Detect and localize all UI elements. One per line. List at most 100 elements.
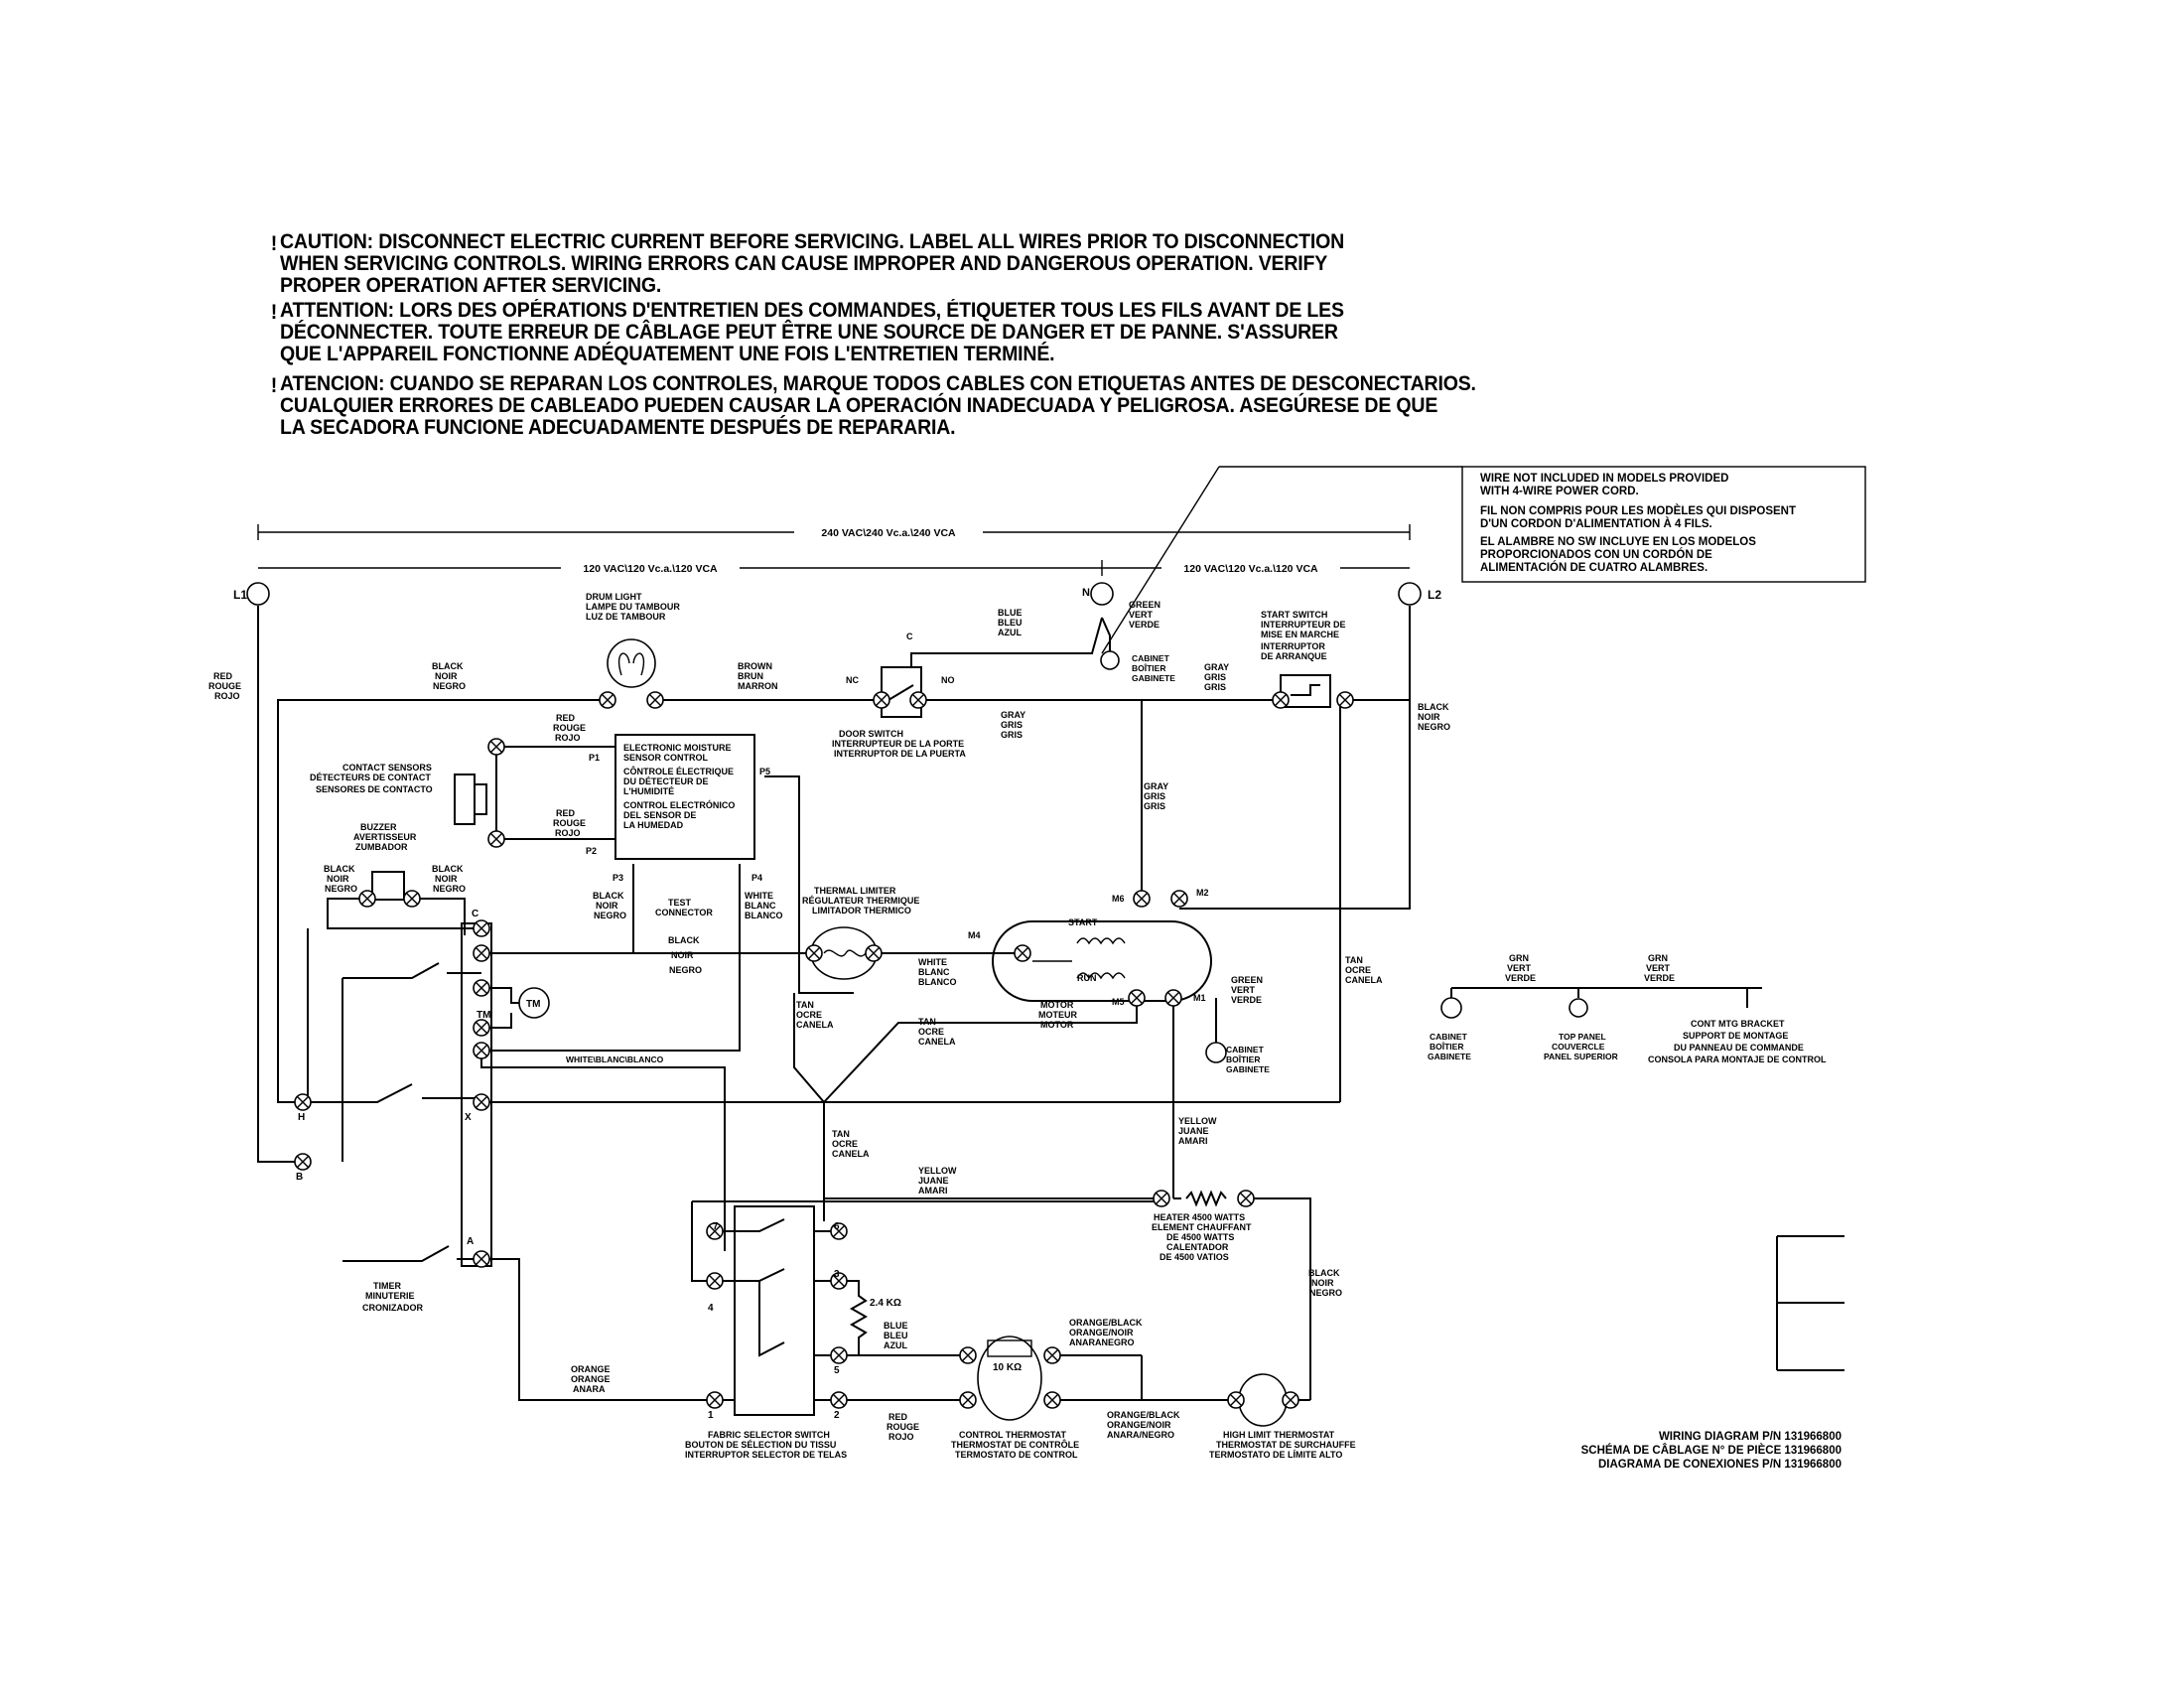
svg-text:DU DÉTECTEUR DE: DU DÉTECTEUR DE [623, 776, 709, 786]
svg-text:CABINET: CABINET [1226, 1045, 1265, 1055]
svg-text:WHITE: WHITE [918, 957, 947, 967]
svg-text:VERT: VERT [1646, 963, 1671, 973]
svg-text:BOÎTIER: BOÎTIER [1430, 1041, 1463, 1052]
svg-text:OCRE: OCRE [796, 1010, 822, 1020]
terminal-screw [1128, 989, 1146, 1007]
svg-text:BLACK: BLACK [432, 661, 464, 671]
note-line: ALIMENTACIÓN DE CUATRO ALAMBRES. [1480, 561, 1707, 574]
tan-m5-label: TAN OCRE CANELA [918, 1017, 956, 1047]
terminal-screw [473, 1019, 490, 1037]
svg-text:L'HUMIDITÉ: L'HUMIDITÉ [623, 786, 674, 796]
svg-text:VERT: VERT [1507, 963, 1532, 973]
voltage-dimensions: 240 VAC\240 Vc.a.\240 VCA 120 VAC\120 Vc… [257, 524, 1411, 576]
svg-text:CANELA: CANELA [1345, 975, 1383, 985]
svg-text:GABINETE: GABINETE [1132, 673, 1175, 683]
svg-text:TERMOSTATO DE LÍMITE ALTO: TERMOSTATO DE LÍMITE ALTO [1209, 1450, 1342, 1460]
m4-label: M4 [968, 930, 981, 940]
note-line: D'UN CORDON D'ALIMENTATION À 4 FILS. [1480, 517, 1712, 530]
svg-text:OCRE: OCRE [1345, 965, 1371, 975]
label-l2: L2 [1428, 588, 1441, 602]
terminal-screw [473, 979, 490, 997]
ct-resistor [987, 1339, 1032, 1357]
door-switch-label: DOOR SWITCH INTERRUPTEUR DE LA PORTE INT… [832, 729, 966, 759]
control-thermostat [977, 1336, 1042, 1421]
svg-text:BOUTON DE SÉLECTION DU TISSU: BOUTON DE SÉLECTION DU TISSU [685, 1440, 836, 1450]
note-line: PROPORCIONADOS CON UN CORDÓN DE [1480, 548, 1712, 561]
svg-text:NEGRO: NEGRO [594, 911, 626, 920]
terminal-screw [1133, 890, 1151, 908]
terminal-screw [805, 944, 823, 962]
svg-text:YELLOW: YELLOW [1178, 1116, 1217, 1126]
white-bus-label: WHITE\BLANC\BLANCO [566, 1055, 664, 1064]
green-m1-label: GREEN VERT VERDE [1231, 975, 1263, 1005]
terminal-screw [1043, 1346, 1061, 1364]
terminal-screw [1237, 1190, 1255, 1207]
caution-warning-french: ! ATTENTION: LORS DES OPÉRATIONS D'ENTRE… [270, 299, 1344, 365]
svg-text:DÉTECTEURS DE CONTACT: DÉTECTEURS DE CONTACT [310, 773, 431, 782]
svg-text:BOÎTIER: BOÎTIER [1226, 1054, 1260, 1064]
svg-text:CONTROL THERMOSTAT: CONTROL THERMOSTAT [959, 1430, 1066, 1440]
terminal-screw [473, 1042, 490, 1059]
svg-text:DOOR SWITCH: DOOR SWITCH [839, 729, 903, 739]
emsc-label: ELECTRONIC MOISTURE SENSOR CONTROL CÔNTR… [623, 743, 735, 830]
red-low-label: RED ROUGE ROJO [887, 1412, 919, 1442]
terminal-screw [473, 919, 490, 937]
svg-text:YELLOW: YELLOW [918, 1166, 957, 1176]
svg-text:ANARA: ANARA [573, 1384, 606, 1394]
svg-text:BUZZER: BUZZER [360, 822, 397, 832]
label-n: N [1082, 587, 1090, 599]
terminal-screw [1153, 1190, 1170, 1207]
svg-text:GRN: GRN [1509, 953, 1529, 963]
p4-label: P4 [751, 873, 762, 883]
svg-text:ELECTRONIC MOISTURE: ELECTRONIC MOISTURE [623, 743, 732, 753]
buzzer-label: BUZZER AVERTISSEUR ZUMBADOR [353, 822, 417, 852]
drum-light-bulb [607, 638, 656, 688]
black-mid-label: BLACK NOIR NEGRO [668, 935, 702, 975]
svg-text:ROJO: ROJO [555, 828, 581, 838]
m2-label: M2 [1196, 888, 1209, 898]
terminal-screw [358, 890, 376, 908]
svg-text:GREEN: GREEN [1231, 975, 1263, 985]
svg-text:DE 4500 WATTS: DE 4500 WATTS [1166, 1232, 1234, 1242]
high-limit-thermostat [1238, 1373, 1288, 1427]
door-no-label: NO [941, 675, 955, 685]
svg-text:GRIS: GRIS [1001, 720, 1023, 730]
svg-text:BOÎTIER: BOÎTIER [1132, 662, 1165, 673]
fabric-terminal-2: 2 [834, 1410, 840, 1421]
m1-label: M1 [1193, 993, 1206, 1003]
terminal-screw [1227, 1391, 1245, 1409]
svg-text:CANELA: CANELA [918, 1037, 956, 1047]
terminal-screw [487, 830, 505, 848]
resistor-label: 2.4 KΩ [870, 1298, 901, 1309]
svg-text:OCRE: OCRE [918, 1027, 944, 1037]
terminal-screw [473, 1250, 490, 1268]
drum-light-label: DRUM LIGHT LAMPE DU TAMBOUR LUZ DE TAMBO… [586, 592, 680, 622]
test-connector-label: TEST CONNECTOR [655, 898, 713, 917]
terminal-screw [830, 1272, 848, 1290]
buzzer [371, 871, 405, 901]
svg-text:GRIS: GRIS [1144, 801, 1165, 811]
svg-text:THERMOSTAT DE CONTRÔLE: THERMOSTAT DE CONTRÔLE [951, 1439, 1079, 1450]
motor-label: MOTOR MOTEUR MOTOR [1038, 1000, 1077, 1030]
svg-text:ORANGE/BLACK: ORANGE/BLACK [1107, 1410, 1180, 1420]
title-line: WIRING DIAGRAM P/N 131966800 [1659, 1431, 1842, 1443]
svg-text:INTERRUPTOR SELECTOR DE TELAS: INTERRUPTOR SELECTOR DE TELAS [685, 1450, 847, 1460]
terminal-screw [294, 1093, 312, 1111]
svg-text:ROUGE: ROUGE [208, 681, 241, 691]
svg-text:BLANCO: BLANCO [918, 977, 957, 987]
caution-line: CUALQUIER ERRORES DE CABLEADO PUEDEN CAU… [280, 394, 1438, 417]
svg-text:BLACK: BLACK [668, 935, 700, 945]
caution-line: QUE L'APPAREIL FONCTIONNE ADÉQUATEMENT U… [280, 343, 1055, 365]
voltage-120-label-right: 120 VAC\120 Vc.a.\120 VCA [1183, 563, 1318, 575]
brown-label: BROWN BRUN MARRON [738, 661, 778, 691]
svg-text:TERMOSTATO DE CONTROL: TERMOSTATO DE CONTROL [955, 1450, 1078, 1460]
terminal-markers [294, 691, 1354, 1409]
terminal-screw [1164, 989, 1182, 1007]
m5-label: M5 [1112, 997, 1125, 1007]
svg-text:RÉGULATEUR THERMIQUE: RÉGULATEUR THERMIQUE [802, 896, 919, 906]
note-box: WIRE NOT INCLUDED IN MODELS PROVIDED WIT… [1101, 466, 1866, 654]
terminal-screw [1043, 1391, 1061, 1409]
svg-text:NEGRO: NEGRO [1309, 1288, 1342, 1298]
svg-text:SENSOR CONTROL: SENSOR CONTROL [623, 753, 709, 763]
